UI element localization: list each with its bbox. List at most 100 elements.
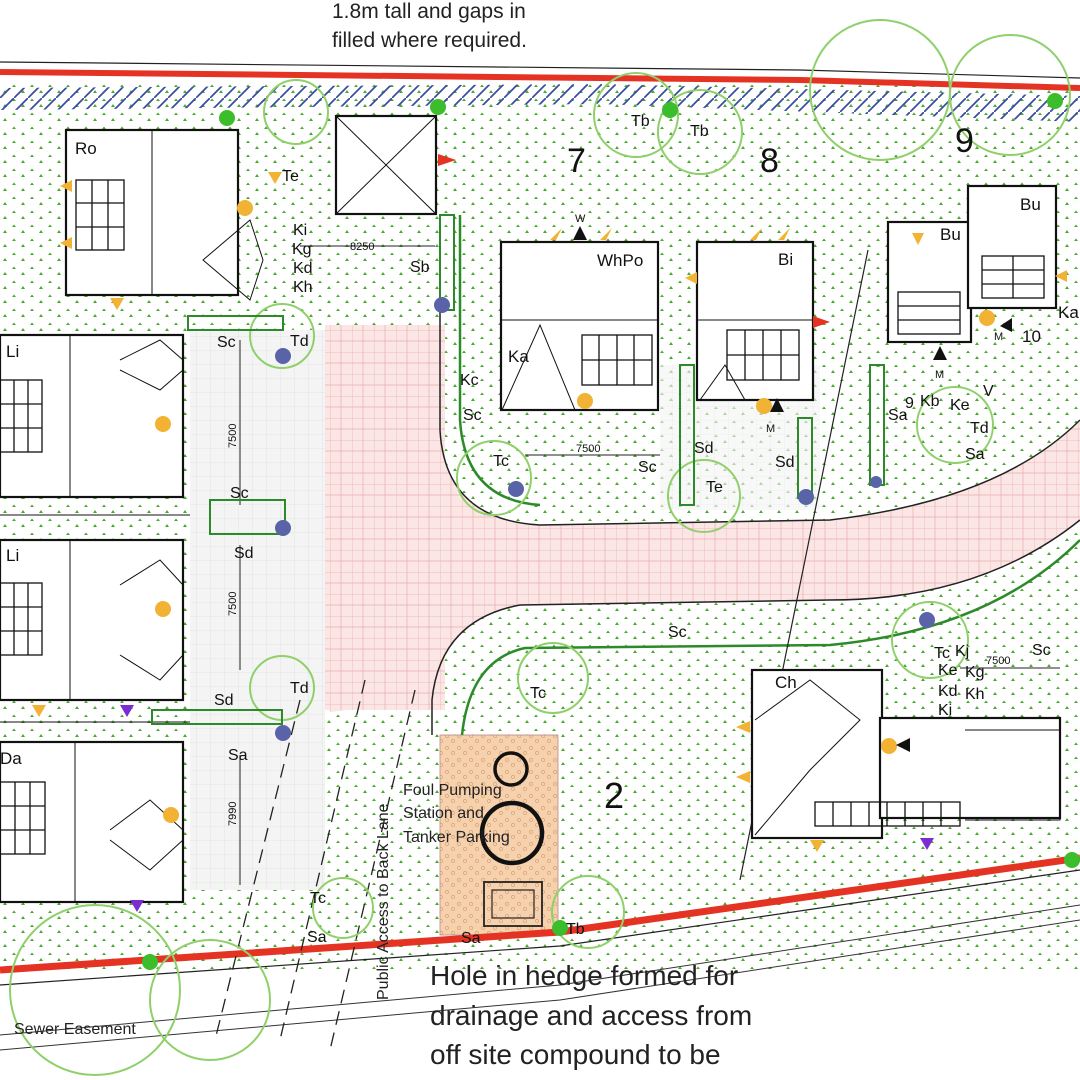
tree-canopy (456, 440, 532, 516)
public-access-label: Public Access to Back Lane (375, 803, 392, 1000)
red-markers (438, 154, 830, 328)
tree-canopy (249, 303, 315, 369)
shrub-label-9: 9 (905, 395, 914, 412)
house-bu-2 (966, 184, 1058, 310)
house-label-whpo: WhPo (597, 251, 643, 270)
shrub-label-kd: Kd (938, 683, 958, 700)
house-ch-wing (878, 716, 1062, 820)
shrub-label-sc: Sc (463, 407, 482, 424)
shrub-label-sb: Sb (410, 259, 430, 276)
tree-label-te: Te (282, 168, 299, 185)
house-label-ro: Ro (75, 139, 97, 158)
plot-8: 8 (760, 142, 779, 180)
pump-label-1: Foul Pumping (403, 782, 502, 799)
blue-markers (275, 297, 935, 741)
tree-canopy (312, 877, 374, 939)
tree-canopy (517, 642, 589, 714)
tree-canopy (149, 939, 271, 1061)
note-bottom-line3: off site compound to be (430, 1039, 721, 1070)
paved-road (325, 215, 1080, 712)
house-label-li-2: Li (6, 546, 19, 565)
shrub-label-kd: Kd (293, 260, 313, 277)
house-li-2 (0, 538, 185, 702)
marker-w: W (575, 213, 586, 225)
house-label-ch: Ch (775, 673, 797, 692)
note-top-line1: 1.8m tall and gaps in (332, 0, 526, 23)
shrub-label-sd: Sd (214, 692, 234, 709)
shrub-label-ki: Ki (293, 222, 307, 239)
shrub-label-sa: Sa (307, 929, 327, 946)
shrub-label-sa: Sa (965, 446, 985, 463)
plot-9: 9 (955, 122, 974, 160)
tree-label-tc: Tc (493, 453, 509, 470)
house-label-li-1: Li (6, 342, 19, 361)
note-top-line2: filled where required. (332, 29, 527, 52)
tree-label-td: Td (970, 420, 989, 437)
dim-8250: 8250 (350, 241, 374, 253)
shrub-label-ke: Ke (938, 662, 958, 679)
shrub-label-sc-short: Sc (638, 459, 657, 476)
shrub-label-sc: Sc (217, 334, 236, 351)
tree-canopy (891, 601, 969, 679)
tree-label-td: Td (290, 680, 309, 697)
plot-7: 7 (567, 142, 586, 180)
tree-canopy (263, 79, 329, 145)
tree-canopy (9, 904, 181, 1076)
pump-chamber-small (493, 751, 529, 787)
house-bi (695, 240, 815, 402)
site-boundary-north (0, 69, 1080, 91)
shrub-label-kh: Kh (293, 279, 313, 296)
shrub-label-kg: Kg (965, 664, 985, 681)
tree-label-tb: Tb (631, 113, 650, 130)
kiosk (483, 881, 543, 927)
house-label-bi: Bi (778, 250, 793, 269)
shrub-label-sc: Sc (668, 624, 687, 641)
green-markers (142, 93, 1080, 970)
dim-7500-d: 7500 (986, 655, 1010, 667)
house-whpo (499, 240, 660, 412)
tree-canopy (593, 72, 679, 158)
shrub-label-sa: Sa (888, 407, 908, 424)
house-da (0, 740, 185, 904)
marker-m: M (935, 369, 944, 381)
amber-markers (32, 172, 1067, 852)
house-ch (750, 668, 884, 840)
tree-label-tc: Tc (310, 890, 326, 907)
shrub-label-kg: Kg (292, 241, 312, 258)
shrub-label-sc: Sc (1032, 642, 1051, 659)
tree-label-tc: Tc (530, 685, 546, 702)
shrub-label-ke: Ke (950, 397, 970, 414)
house-label-bu-2: Bu (1020, 195, 1041, 214)
marker-m: M (766, 423, 775, 435)
marker-m: M (994, 331, 1003, 343)
tree-label-td: Td (290, 333, 309, 350)
shared-drive (190, 330, 325, 890)
shrub-label-kj: Kj (955, 643, 969, 660)
dim-7500-a: 7500 (227, 424, 239, 448)
plot-10: 10 (1022, 327, 1041, 346)
sewer-easement-label: Sewer Easement (14, 1021, 136, 1038)
shrub-label-kb: Kb (920, 393, 940, 410)
tree-canopy (667, 459, 741, 533)
tree-label-te: Te (706, 479, 723, 496)
tree-canopy (949, 34, 1071, 156)
shrub-label-sd: Sd (234, 545, 254, 562)
pump-label-3: Tanker Parking (403, 829, 510, 846)
tree-label-tb: Tb (566, 921, 585, 938)
shrub-label-sa: Sa (461, 930, 481, 947)
pump-label-2: Station and (403, 805, 484, 822)
house-label-bu-1: Bu (940, 225, 961, 244)
pump-chamber-large (479, 800, 545, 866)
black-markers (573, 226, 1012, 752)
tree-canopy (657, 89, 743, 175)
tree-canopy (551, 875, 625, 949)
shrub-label-ki: Ki (938, 702, 952, 719)
plot-2: 2 (604, 775, 624, 816)
house-label-da: Da (0, 749, 22, 768)
shrub-label-kc: Kc (460, 372, 479, 389)
shrub-label-sc: Sc (230, 485, 249, 502)
dim-7990: 7990 (227, 802, 239, 826)
note-bottom-line1: Hole in hedge formed for (430, 960, 738, 991)
shrub-label-sd: Sd (775, 454, 795, 471)
